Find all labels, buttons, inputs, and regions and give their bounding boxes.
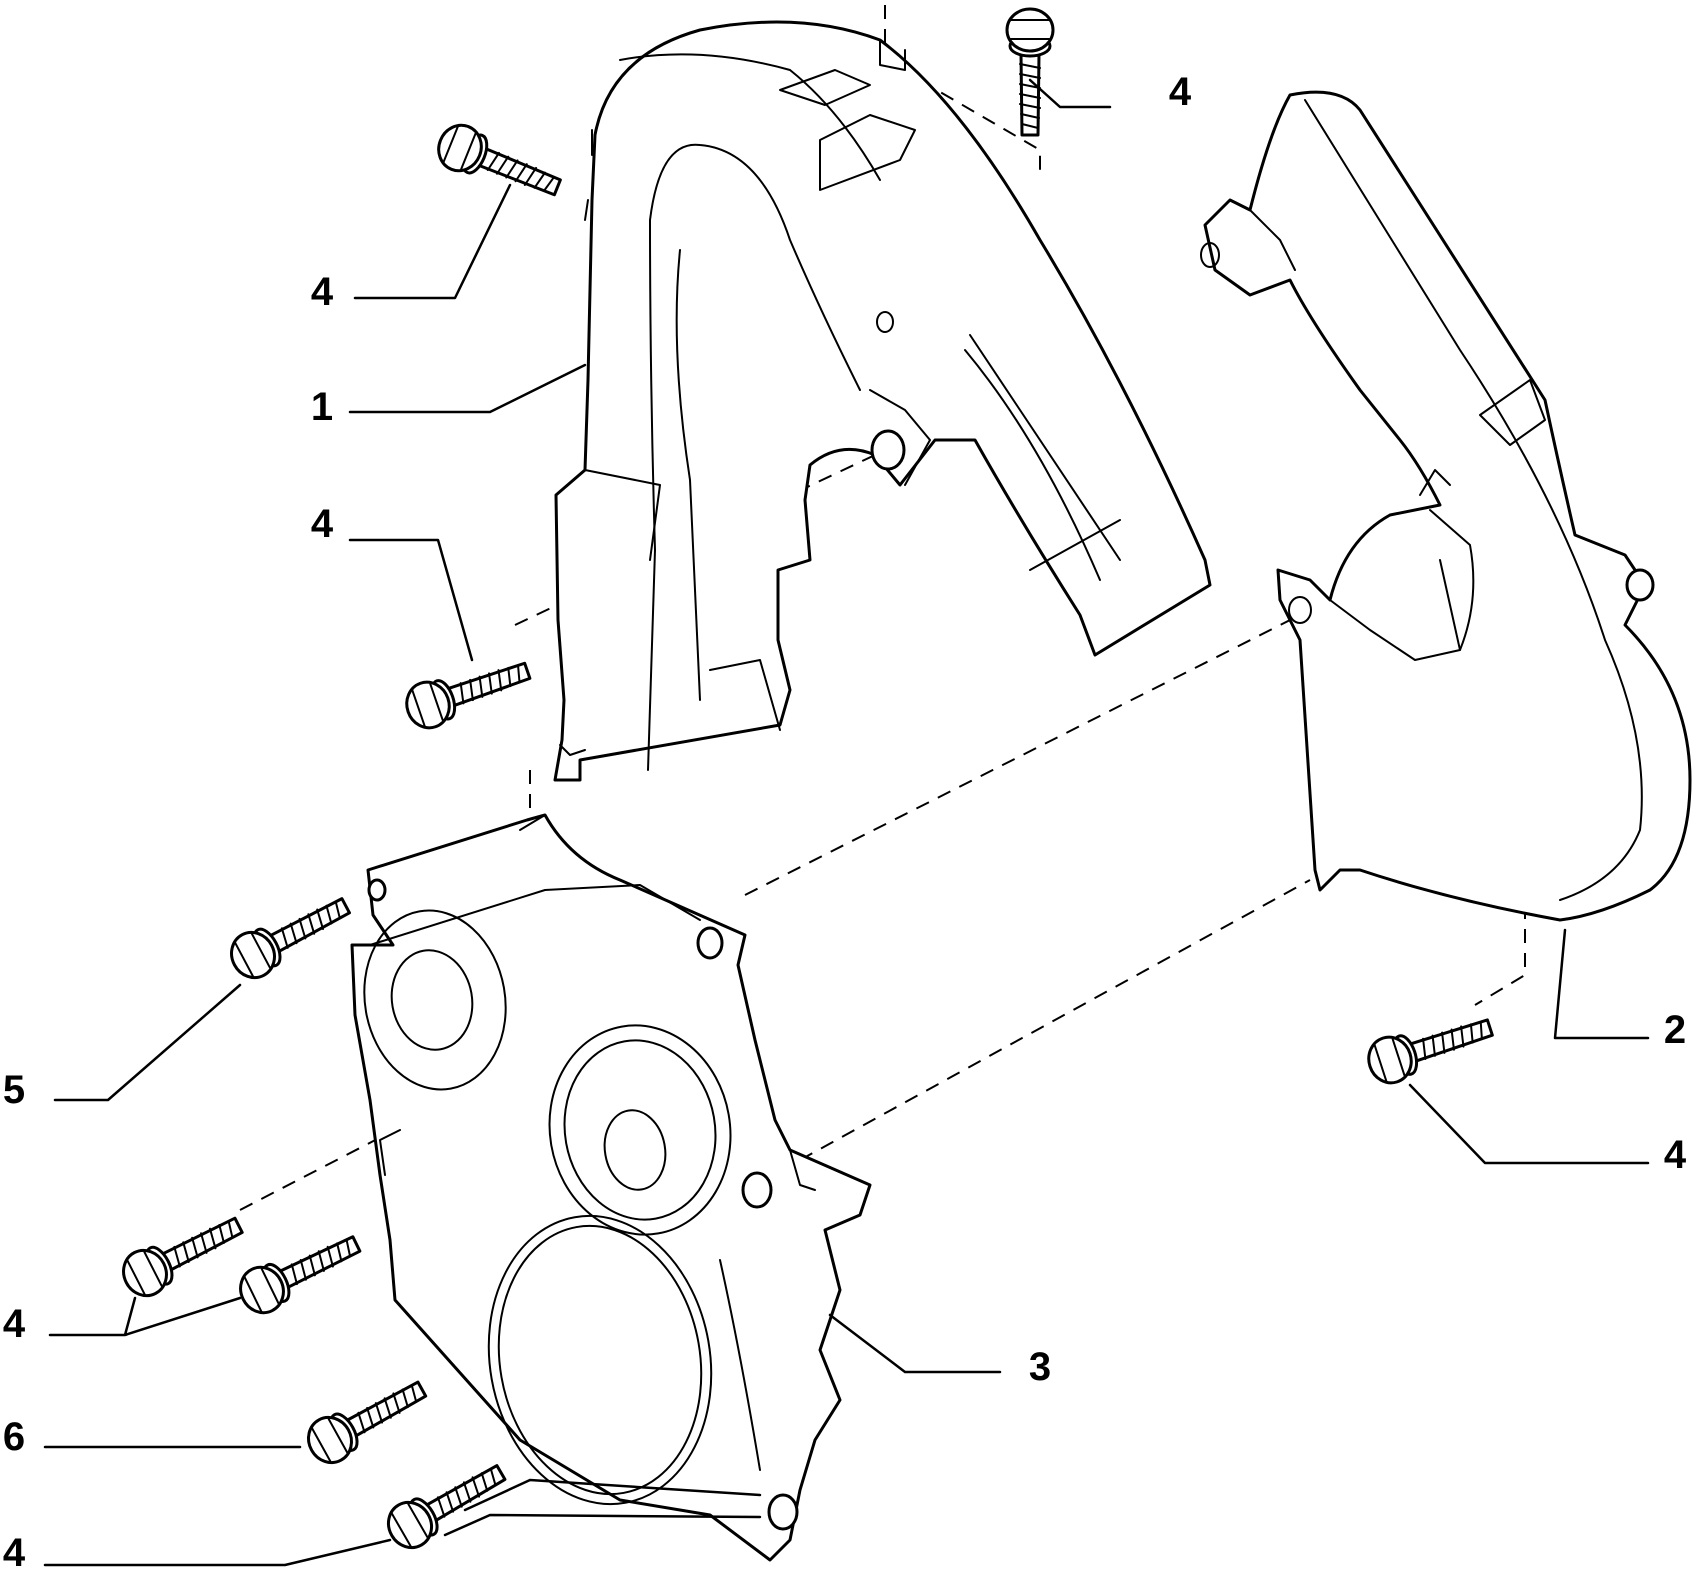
bolt-item-5: [222, 883, 359, 987]
lower-timing-belt-cover: [350, 813, 872, 1562]
bolt-lower-left-a: [114, 1203, 251, 1305]
upper-timing-belt-cover: [553, 20, 1212, 782]
bolt-upper-left: [430, 117, 568, 211]
bolt-top-right: [1005, 7, 1055, 137]
callout-2: 2: [1664, 1008, 1686, 1052]
bolt-bottom-left: [378, 1451, 514, 1557]
callout-6: 6: [3, 1415, 25, 1459]
bolt-mid-left: [399, 647, 537, 736]
bolt-right: [1361, 1004, 1499, 1090]
bolt-item-6: [298, 1367, 435, 1472]
callout-1: 1: [311, 385, 333, 429]
callouts: 4 4 1 4 5 4 6 4 3 2 4: [3, 70, 1687, 1570]
callout-4-upper-left: 4: [311, 270, 334, 314]
leader-lines: [43, 78, 1650, 1567]
callout-4-mid-left: 4: [311, 502, 334, 546]
rear-timing-belt-cover: [1200, 90, 1692, 922]
callout-4-lower-left: 4: [3, 1302, 26, 1346]
callout-4-top-right: 4: [1169, 70, 1192, 114]
callout-5: 5: [3, 1068, 25, 1112]
bolt-lower-left-b: [231, 1221, 368, 1322]
callout-4-right: 4: [1664, 1133, 1687, 1177]
callout-4-bottom-left: 4: [3, 1531, 26, 1570]
callout-3: 3: [1029, 1345, 1051, 1389]
